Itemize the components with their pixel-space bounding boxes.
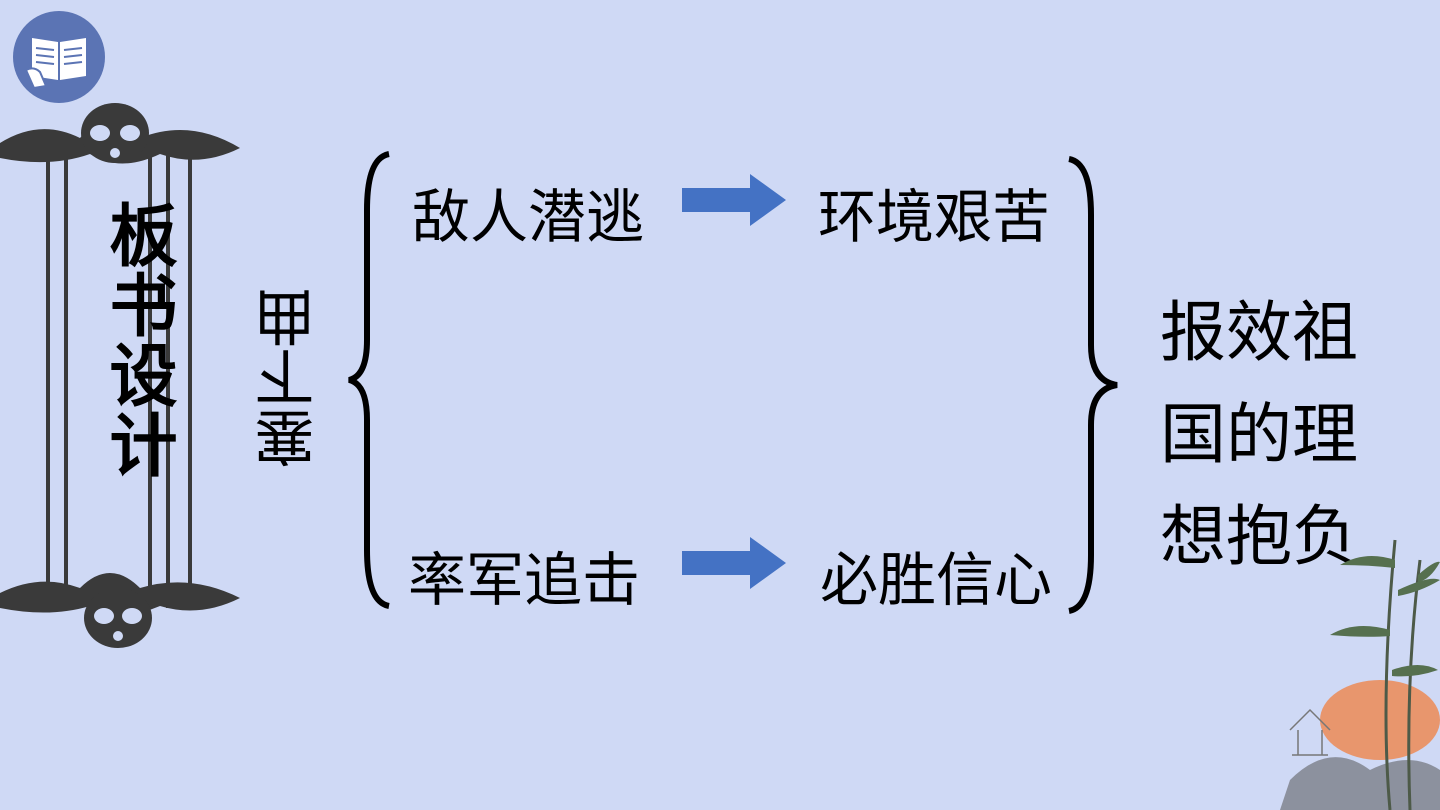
node-bottom-right: 必胜信心 bbox=[820, 546, 1053, 614]
node-bottom-left: 率军追击 bbox=[408, 546, 641, 614]
conclusion-line-1: 报效祖 bbox=[1160, 294, 1358, 371]
arrow-top bbox=[682, 174, 786, 226]
scroll-title: 板书设计 bbox=[97, 200, 176, 480]
bamboo-decoration bbox=[1280, 539, 1440, 810]
arrow-bottom bbox=[682, 537, 786, 589]
topic-label: 塞下曲 bbox=[255, 288, 325, 468]
conclusion-line-3: 想抱负 bbox=[1160, 498, 1358, 575]
conclusion-line-2: 国的理 bbox=[1160, 396, 1358, 473]
left-brace bbox=[348, 151, 390, 609]
scroll-frame bbox=[0, 103, 240, 648]
book-icon bbox=[13, 11, 105, 103]
node-top-right: 环境艰苦 bbox=[818, 183, 1051, 251]
node-top-left: 敌人潜逃 bbox=[412, 183, 645, 251]
conclusion: 报效祖 国的理 想抱负 bbox=[1160, 282, 1400, 588]
right-brace bbox=[1068, 156, 1118, 614]
